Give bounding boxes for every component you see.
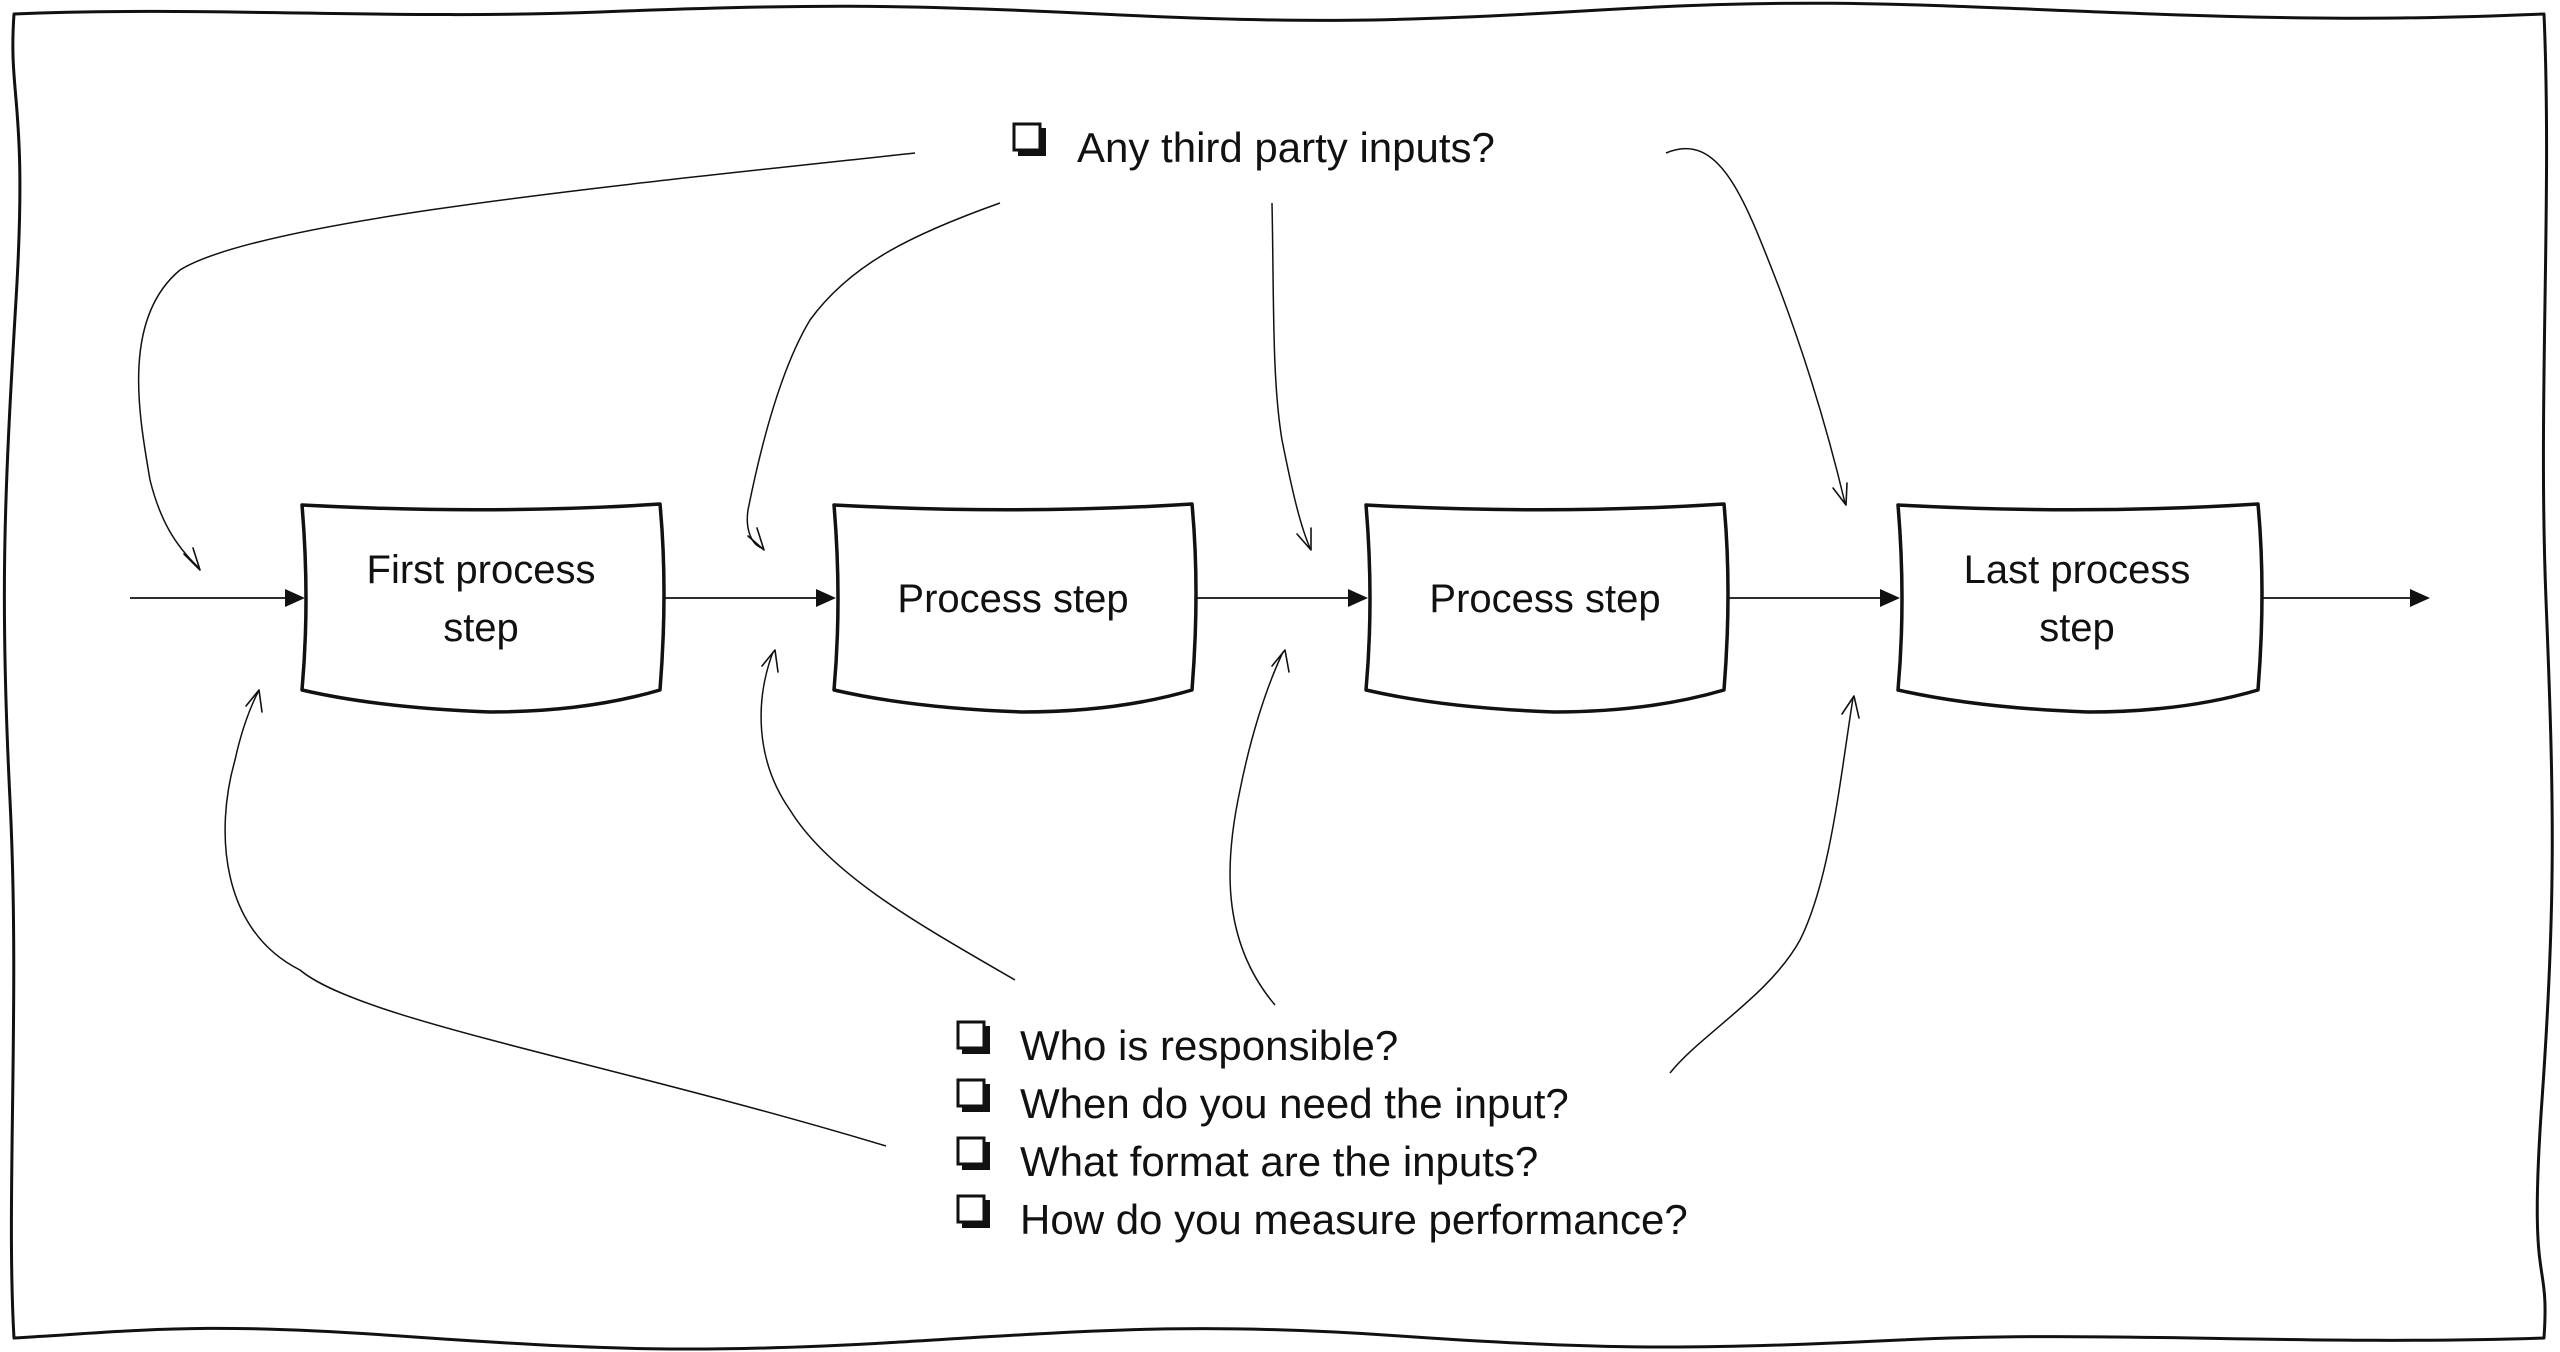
- process-step-label: Process step: [897, 577, 1128, 621]
- checklist-item[interactable]: How do you measure performance?: [956, 1194, 1688, 1243]
- connector-curve: [1669, 697, 1854, 1074]
- process-step-box: [300, 502, 666, 714]
- flow-arrowhead: [1880, 589, 1900, 607]
- connector-curve: [760, 651, 1016, 981]
- bottom-connectors: [224, 649, 1860, 1147]
- process-step-first[interactable]: First process step: [300, 502, 666, 714]
- checkbox-icon[interactable]: [956, 1078, 986, 1108]
- process-steps: First process step Process step Process …: [300, 502, 2264, 714]
- checklist-item-label: How do you measure performance?: [1020, 1196, 1688, 1243]
- checkbox-icon[interactable]: [1012, 122, 1042, 152]
- connector-curve: [1665, 147, 1846, 504]
- connector-arrowhead: [245, 689, 263, 713]
- checklist-item-label: What format are the inputs?: [1020, 1138, 1538, 1185]
- connector-arrowhead: [1832, 482, 1848, 506]
- connector-arrowhead: [1271, 649, 1290, 673]
- checkbox-icon[interactable]: [956, 1136, 986, 1166]
- connector-arrowhead: [183, 547, 201, 571]
- process-step-label: Process step: [1429, 577, 1660, 621]
- checklist-item-label: When do you need the input?: [1020, 1080, 1569, 1127]
- connector-arrowhead: [1296, 527, 1312, 551]
- connector-curve: [1271, 202, 1311, 549]
- top-checklist: Any third party inputs?: [1012, 122, 1495, 171]
- flow-arrowhead: [285, 589, 305, 607]
- process-step-label: step: [2039, 606, 2115, 650]
- flow-arrowhead: [2410, 589, 2430, 607]
- process-step-label: First process: [367, 548, 596, 592]
- process-step-box: [1896, 502, 2264, 714]
- checklist-item[interactable]: Who is responsible?: [956, 1020, 1398, 1069]
- process-step-last[interactable]: Last process step: [1896, 502, 2264, 714]
- process-step-box: [1364, 502, 1730, 714]
- bottom-checklist: Who is responsible? When do you need the…: [956, 1020, 1688, 1243]
- connector-curve: [1229, 651, 1284, 1006]
- connector-curve: [746, 202, 1001, 549]
- process-step-box: [832, 502, 1198, 714]
- flow-arrowhead: [816, 589, 836, 607]
- connector-arrowhead: [761, 649, 779, 673]
- checklist-item[interactable]: Any third party inputs?: [1012, 122, 1495, 171]
- connector-arrowhead: [1841, 695, 1860, 719]
- checklist-item-label: Any third party inputs?: [1077, 124, 1495, 171]
- connector-curve: [137, 152, 916, 568]
- checklist-item[interactable]: When do you need the input?: [956, 1078, 1569, 1127]
- checkbox-icon[interactable]: [956, 1020, 986, 1050]
- process-step-label: Last process: [1964, 548, 2191, 592]
- main-flow: [130, 589, 2430, 607]
- top-connectors: [137, 147, 1848, 571]
- checklist-item-label: Who is responsible?: [1020, 1022, 1398, 1069]
- flow-arrowhead: [1348, 589, 1368, 607]
- checkbox-icon[interactable]: [956, 1194, 986, 1224]
- checklist-item[interactable]: What format are the inputs?: [956, 1136, 1538, 1185]
- process-step-label: step: [443, 606, 519, 650]
- process-step-3[interactable]: Process step: [1364, 502, 1730, 714]
- connector-curve: [224, 691, 887, 1147]
- connector-arrowhead: [747, 527, 765, 551]
- process-step-2[interactable]: Process step: [832, 502, 1198, 714]
